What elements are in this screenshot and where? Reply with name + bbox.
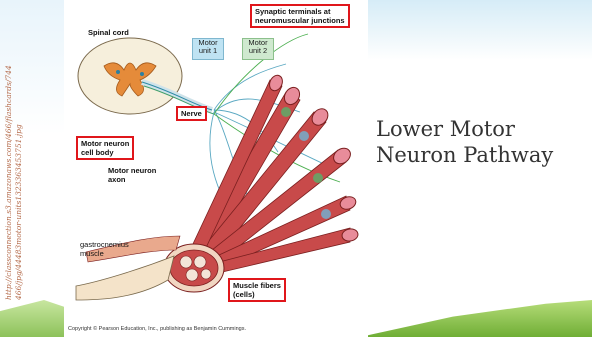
motor-unit-figure: Spinal cord Motor unit 1 Motor unit 2 Sy… — [64, 0, 368, 337]
gastrocnemius-line1: gastrocnemius — [80, 240, 129, 249]
muscle-fibers — [192, 73, 359, 274]
motor-unit-1-line2: unit 1 — [193, 47, 223, 55]
synaptic-terminals-line2: neuromuscular junctions — [255, 16, 345, 25]
gastrocnemius-label: gastrocnemius muscle — [80, 240, 129, 258]
nerve-label: Nerve — [176, 106, 207, 121]
muscle-cross-section — [164, 244, 224, 292]
slide-title: Lower Motor Neuron Pathway — [376, 116, 586, 168]
motor-unit-2-label: Motor unit 2 — [242, 38, 274, 60]
motor-neuron-cell-body-line2: cell body — [81, 148, 129, 157]
motor-unit-1-label: Motor unit 1 — [192, 38, 224, 60]
motor-neuron-cell-body-label: Motor neuron cell body — [76, 136, 134, 160]
slide-title-line2: Neuron Pathway — [376, 142, 586, 168]
image-source-url-line2: 466/jpg/44483motor-units1323363453751.jp… — [14, 0, 24, 300]
image-source-url: http://classconnection.s3.amazonaws.com/… — [4, 0, 44, 300]
spinal-cord-section — [78, 38, 182, 114]
synaptic-terminals-line1: Synaptic terminals at — [255, 7, 345, 16]
muscle-fibers-label: Muscle fibers (cells) — [228, 278, 286, 302]
motor-neuron-cell-body-line1: Motor neuron — [81, 139, 129, 148]
gastrocnemius-line2: muscle — [80, 249, 129, 258]
muscle-fibers-line2: (cells) — [233, 290, 281, 299]
copyright-text: Copyright © Pearson Education, Inc., pub… — [68, 326, 246, 332]
motor-neuron-axon-line1: Motor neuron — [108, 166, 156, 175]
image-source-url-line1: http://classconnection.s3.amazonaws.com/… — [4, 0, 14, 300]
motor-neuron-axon-line2: axon — [108, 175, 156, 184]
sky-background — [330, 0, 592, 60]
synaptic-terminals-label: Synaptic terminals at neuromuscular junc… — [250, 4, 350, 28]
motor-neuron-axon-label: Motor neuron axon — [108, 166, 156, 184]
grass-decoration-right — [360, 300, 592, 337]
slide-title-line1: Lower Motor — [376, 116, 586, 142]
muscle-fibers-line1: Muscle fibers — [233, 281, 281, 290]
motor-unit-2-line2: unit 2 — [243, 47, 273, 55]
spinal-cord-label: Spinal cord — [88, 28, 129, 37]
